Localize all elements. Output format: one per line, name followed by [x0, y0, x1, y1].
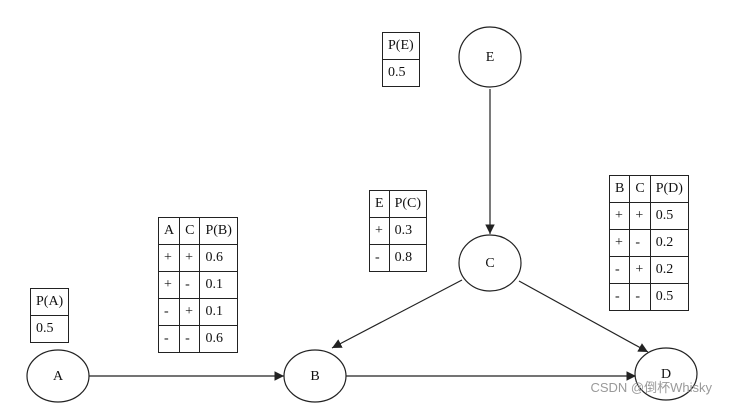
cpt-cell: + [608, 202, 631, 230]
cpt-cell: + [629, 256, 651, 284]
cpt-value-cell: 0.6 [199, 325, 238, 353]
cpt-p-a: P(A) 0.5 [29, 288, 70, 343]
cpt-cell: - [629, 283, 651, 311]
cpt-value-cell: 0.5 [649, 283, 689, 311]
cpt-header-cell: C [629, 175, 651, 203]
cpt-cell: - [157, 298, 181, 326]
cpt-value-cell: 0.5 [649, 202, 689, 230]
cpt-value-cell: 0.6 [199, 244, 238, 272]
cpt-value-cell: 0.5 [29, 315, 70, 343]
watermark: CSDN @倒杯Whisky [590, 380, 712, 395]
cpt-value-cell: 0.8 [388, 244, 428, 272]
cpt-value-cell: 0.3 [388, 217, 428, 245]
cpt-p-c: E P(C) + 0.3 - 0.8 [369, 190, 428, 272]
edge-c-b [331, 279, 463, 349]
cpt-cell: + [157, 271, 181, 299]
node-b-label: B [310, 369, 319, 384]
node-e-label: E [486, 50, 495, 65]
cpt-header-cell: P(C) [388, 190, 428, 218]
cpt-header-cell: P(E) [382, 32, 420, 60]
cpt-cell: + [157, 244, 181, 272]
cpt-header-cell: A [157, 217, 181, 245]
edge-c-d [518, 280, 649, 353]
node-a-label: A [53, 369, 64, 384]
cpt-cell: - [179, 271, 201, 299]
cpt-value-cell: 0.2 [649, 256, 689, 284]
cpt-cell: - [608, 283, 631, 311]
cpt-header-cell: P(D) [649, 175, 689, 203]
node-d: D [634, 347, 698, 401]
cpt-header-cell: C [179, 217, 201, 245]
cpt-value-cell: 0.5 [382, 59, 420, 87]
cpt-header-cell: B [608, 175, 631, 203]
cpt-cell: + [629, 202, 651, 230]
cpt-cell: + [369, 217, 390, 245]
cpt-cell: + [179, 244, 201, 272]
cpt-header-cell: P(B) [199, 217, 238, 245]
node-c: C [458, 234, 522, 292]
cpt-value-cell: 0.1 [199, 271, 238, 299]
cpt-header-cell: P(A) [29, 288, 70, 316]
cpt-p-d: B C P(D) + + 0.5 + - 0.2 - + 0.2 - - 0.5 [608, 175, 689, 311]
node-a: A [26, 349, 90, 403]
cpt-cell: - [608, 256, 631, 284]
node-e: E [458, 26, 522, 88]
node-d-label: D [661, 367, 671, 382]
cpt-cell: - [369, 244, 390, 272]
cpt-p-b: A C P(B) + + 0.6 + - 0.1 - + 0.1 - - 0.6 [157, 217, 238, 353]
cpt-value-cell: 0.2 [649, 229, 689, 257]
cpt-cell: - [179, 325, 201, 353]
node-b: B [283, 349, 347, 403]
cpt-cell: - [157, 325, 181, 353]
cpt-cell: + [179, 298, 201, 326]
cpt-cell: - [629, 229, 651, 257]
cpt-value-cell: 0.1 [199, 298, 238, 326]
cpt-header-cell: E [369, 190, 390, 218]
cpt-cell: + [608, 229, 631, 257]
node-c-label: C [485, 256, 494, 271]
cpt-p-e: P(E) 0.5 [382, 32, 420, 87]
